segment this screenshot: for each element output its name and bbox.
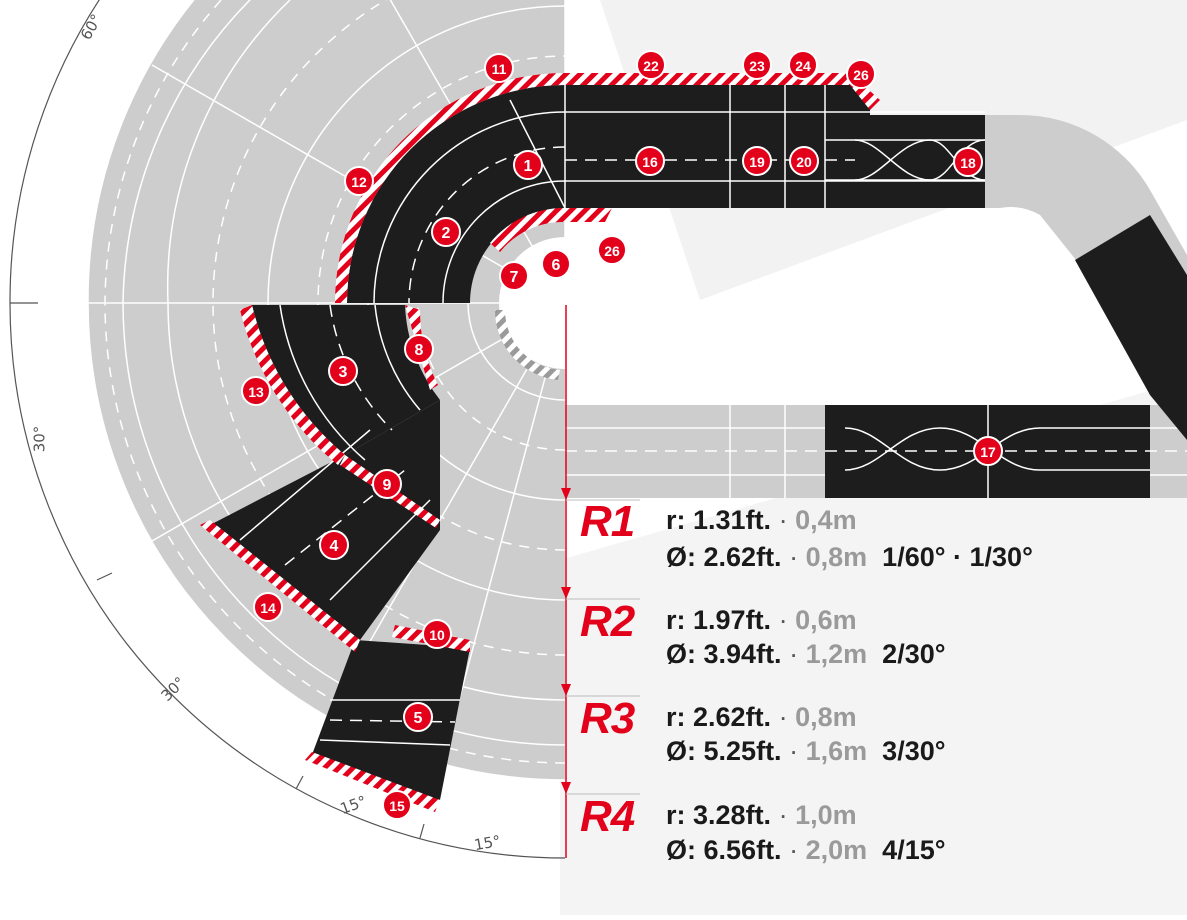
svg-text:1: 1 [524, 158, 533, 175]
svg-text:26: 26 [853, 67, 869, 83]
piece-badge-10: 10 [422, 619, 452, 649]
radius-name: R4 [580, 792, 635, 841]
svg-text:6: 6 [552, 257, 561, 274]
piece-badge-2: 2 [431, 217, 461, 247]
piece-badge-19: 19 [742, 146, 772, 176]
svg-text:19: 19 [749, 154, 765, 170]
piece-count: 4/15° [882, 835, 946, 865]
piece-badge-5: 5 [403, 702, 433, 732]
svg-text:13: 13 [248, 384, 264, 400]
radius-name: R2 [580, 597, 635, 646]
diameter-line: Ø: 2.62ft. · 0,8m 1/60° · 1/30° [666, 542, 1033, 572]
piece-badges: 1 2 3 4 5 6 7 8 9 10 11 12 13 14 15 16 1… [241, 50, 1003, 820]
radius-name: R3 [580, 694, 635, 743]
piece-badge-24: 24 [788, 50, 818, 80]
piece-badge-9: 9 [372, 469, 402, 499]
svg-text:23: 23 [749, 58, 765, 74]
piece-badge-4: 4 [319, 530, 349, 560]
piece-badge-1: 1 [513, 150, 543, 180]
piece-badge-11: 11 [484, 53, 514, 83]
piece-count: 2/30° [882, 639, 946, 669]
svg-text:10: 10 [429, 627, 445, 643]
piece-badge-26-top: 26 [846, 59, 876, 89]
radius-spec-r4: R4 r: 3.28ft. · 1,0m Ø: 6.56ft. · 2,0m 4… [580, 795, 1180, 875]
radius-spec-r3: R3 r: 2.62ft. · 0,8m Ø: 5.25ft. · 1,6m 3… [580, 697, 1180, 777]
svg-text:18: 18 [960, 155, 976, 171]
svg-text:5: 5 [414, 710, 423, 727]
piece-badge-22: 22 [636, 50, 666, 80]
radius-line: r: 2.62ft. · 0,8m [666, 702, 857, 732]
radius-name: R1 [580, 497, 635, 546]
protractor-arc [9, 0, 566, 859]
svg-text:15: 15 [389, 798, 405, 814]
svg-text:22: 22 [643, 58, 659, 74]
diameter-line: Ø: 5.25ft. · 1,6m 3/30° [666, 736, 946, 766]
piece-badge-8: 8 [404, 334, 434, 364]
piece-badge-3: 3 [328, 356, 358, 386]
svg-text:4: 4 [330, 538, 339, 555]
protractor-ticks [10, 302, 425, 839]
svg-text:7: 7 [510, 269, 519, 286]
piece-badge-18: 18 [953, 147, 983, 177]
svg-text:16: 16 [642, 154, 658, 170]
svg-text:17: 17 [980, 444, 996, 460]
radius-spec-r1: R1 r: 1.31ft. · 0,4m Ø: 2.62ft. · 0,8m 1… [580, 500, 1180, 580]
piece-badge-13: 13 [241, 376, 271, 406]
svg-text:2: 2 [442, 225, 451, 242]
piece-badge-16: 16 [635, 146, 665, 176]
piece-count: 1/60° · 1/30° [882, 542, 1033, 572]
piece-badge-17: 17 [973, 436, 1003, 466]
radius-line: r: 3.28ft. · 1,0m [666, 800, 857, 830]
piece-badge-12: 12 [344, 166, 374, 196]
piece-badge-20: 20 [789, 146, 819, 176]
svg-text:14: 14 [260, 600, 276, 616]
angle-label-30-left: 30° [30, 425, 49, 453]
radius-axis [561, 305, 640, 858]
svg-text:11: 11 [492, 61, 507, 77]
diameter-line: Ø: 3.94ft. · 1,2m 2/30° [666, 639, 946, 669]
piece-count: 3/30° [882, 736, 946, 766]
piece-badge-14: 14 [253, 592, 283, 622]
piece-badge-15: 15 [382, 790, 412, 820]
svg-text:8: 8 [415, 342, 424, 359]
radius-line: r: 1.31ft. · 0,4m [666, 505, 857, 535]
svg-text:12: 12 [351, 174, 367, 190]
radius-line: r: 1.97ft. · 0,6m [666, 605, 857, 635]
svg-text:26: 26 [604, 243, 620, 259]
svg-text:20: 20 [796, 154, 812, 170]
svg-text:9: 9 [383, 477, 392, 494]
piece-badge-7: 7 [499, 261, 529, 291]
diameter-line: Ø: 6.56ft. · 2,0m 4/15° [666, 835, 946, 865]
piece-badge-6: 6 [541, 249, 571, 279]
svg-text:3: 3 [339, 364, 348, 381]
svg-text:24: 24 [795, 58, 811, 74]
background-shape [560, 380, 1187, 915]
radius-spec-r2: R2 r: 1.97ft. · 0,6m Ø: 3.94ft. · 1,2m 2… [580, 600, 1180, 680]
piece-badge-26-inner: 26 [597, 235, 627, 265]
piece-badge-23: 23 [742, 50, 772, 80]
